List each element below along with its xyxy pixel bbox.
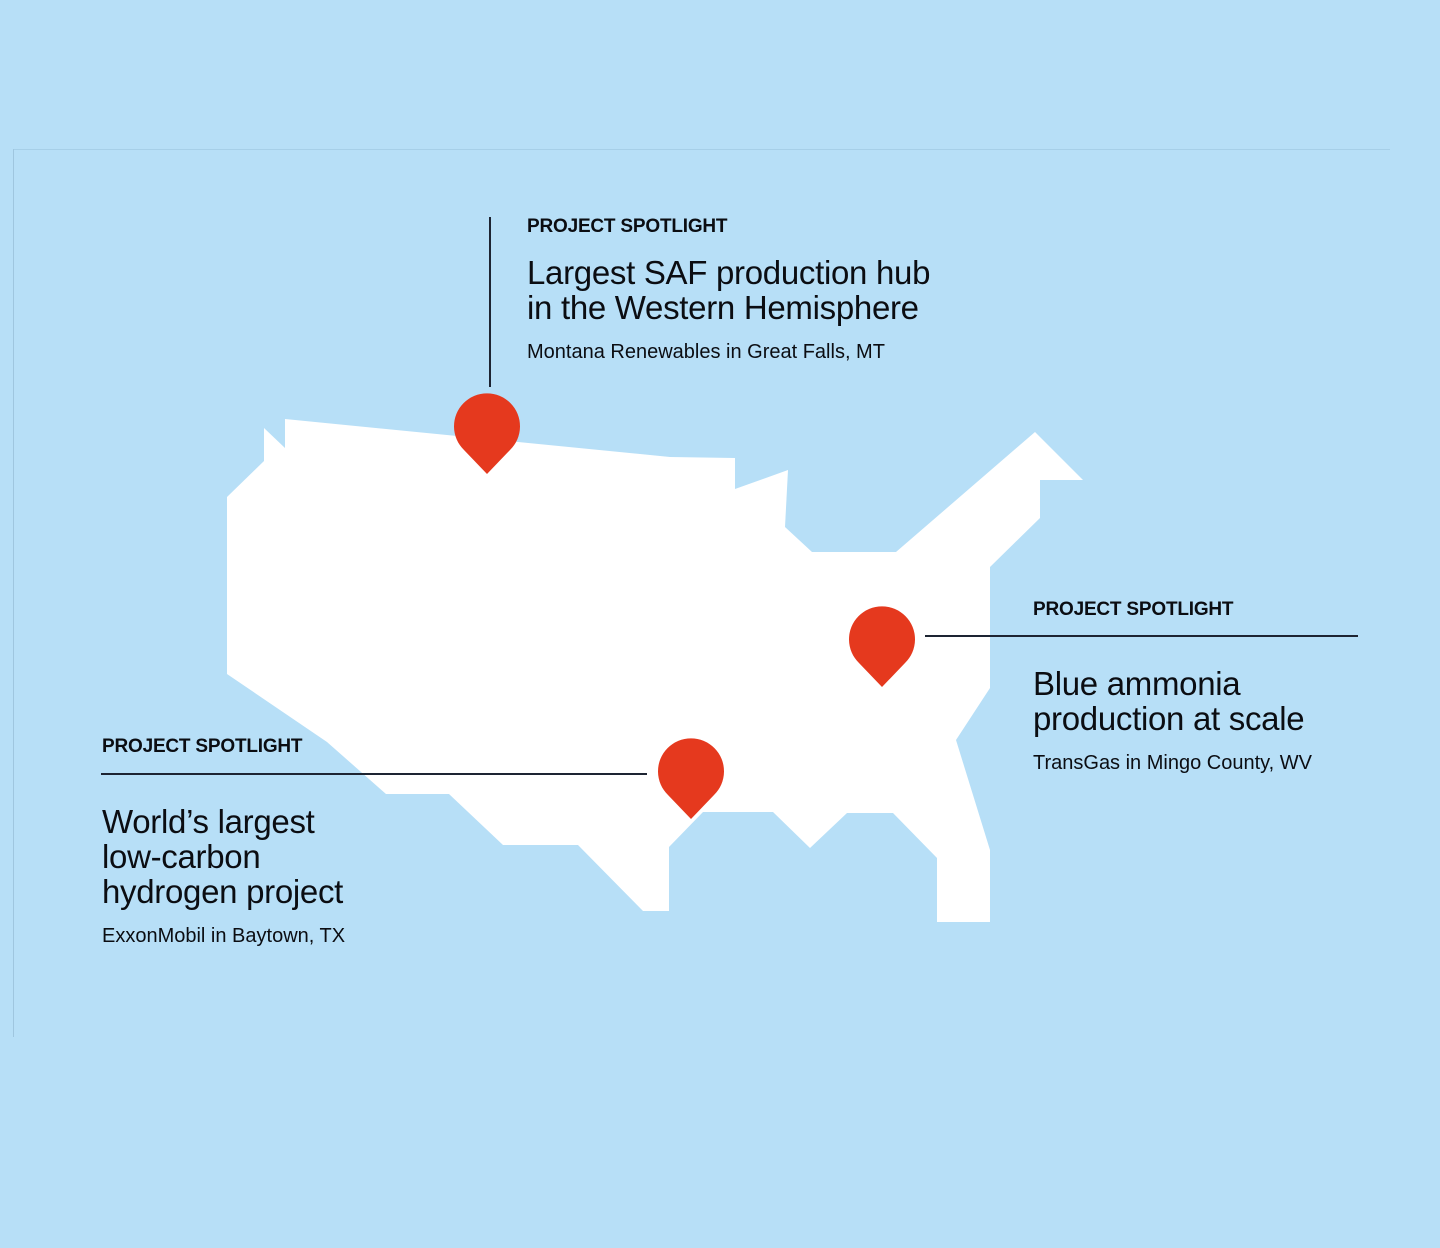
spotlight-location: Montana Renewables in Great Falls, MT (527, 341, 885, 363)
spotlight-texas: PROJECT SPOTLIGHT World’s largest low-ca… (102, 736, 345, 948)
spotlight-west-virginia: PROJECT SPOTLIGHT Blue ammonia productio… (1033, 599, 1312, 775)
callout-line-texas (101, 773, 647, 775)
map-pin-icon-texas[interactable] (658, 738, 724, 819)
spotlight-headline: Blue ammonia production at scale (1033, 665, 1305, 737)
callout-line-montana (489, 217, 491, 387)
spotlight-kicker: PROJECT SPOTLIGHT (527, 216, 728, 237)
map-pin-icon-montana[interactable] (454, 393, 520, 474)
spotlight-headline: World’s largest low-carbon hydrogen proj… (102, 803, 344, 910)
spotlight-montana: PROJECT SPOTLIGHT Largest SAF production… (527, 216, 930, 364)
spotlight-kicker: PROJECT SPOTLIGHT (1033, 599, 1234, 620)
spotlight-headline: Largest SAF production hub in the Wester… (527, 254, 931, 326)
frame-top-border (13, 149, 1390, 150)
map-pin-icon-west-virginia[interactable] (849, 606, 916, 687)
spotlight-location: ExxonMobil in Baytown, TX (102, 925, 346, 947)
spotlight-location: TransGas in Mingo County, WV (1033, 752, 1312, 774)
us-land-shape (227, 419, 1083, 922)
frame-left-border (13, 149, 14, 1037)
spotlight-kicker: PROJECT SPOTLIGHT (102, 736, 303, 757)
callout-line-west-virginia (925, 635, 1358, 637)
